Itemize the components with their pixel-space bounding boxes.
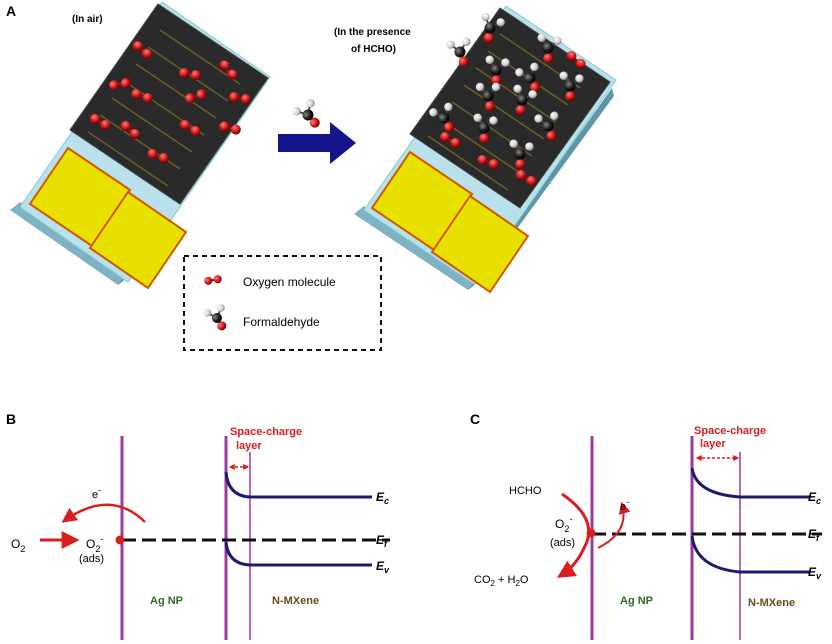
mxene-label-b: N-MXene	[272, 595, 319, 607]
sensor-with-hcho	[354, 5, 617, 294]
sensor-in-air	[10, 1, 271, 290]
space-charge-label-c2: layer	[700, 438, 726, 450]
ev-label-c: Ev	[808, 565, 822, 581]
ec-label-c: Ec	[808, 490, 821, 506]
hcho-oxidation-arrow	[556, 492, 591, 578]
electron-release-arrow	[597, 501, 631, 549]
space-charge-label-b2: layer	[236, 440, 262, 452]
adsorption-site-dot	[115, 535, 125, 545]
panel-a-letter: A	[6, 3, 16, 19]
electrode-pad-left	[28, 146, 132, 248]
electron-transfer-arrow	[61, 503, 146, 523]
presence-label-line2: of HCHO)	[351, 44, 396, 55]
ef-label-b: Ef	[376, 533, 388, 549]
legend-formaldehyde-label: Formaldehyde	[243, 315, 320, 329]
products-label-c: CO2 + H2O	[474, 574, 529, 588]
band-diagram-b	[40, 436, 390, 640]
ads-label-b: (ads)	[79, 553, 104, 565]
presence-label-line1: (In the presence	[334, 27, 411, 38]
panel-b-letter: B	[6, 411, 16, 427]
panel-c-letter: C	[470, 411, 480, 427]
ef-label-c: Ef	[808, 527, 820, 543]
o2-label-b: O2	[11, 537, 25, 554]
electrode-pad-right	[88, 190, 188, 290]
band-diagram-c	[556, 436, 822, 640]
hcho-label-c: HCHO	[509, 485, 542, 497]
o2ads-label-c: O2-	[555, 514, 572, 534]
reaction-arrow	[278, 122, 356, 164]
adsorption-site-dot-c	[586, 528, 596, 538]
valence-band-line	[224, 541, 372, 567]
valence-band-line-c	[690, 535, 810, 574]
ag-np-label-b: Ag NP	[150, 595, 183, 607]
o2ads-label-b: O2-	[86, 534, 103, 554]
conduction-band-line-c	[690, 467, 810, 499]
ev-label-b: Ev	[376, 559, 390, 575]
legend-oxygen-label: Oxygen molecule	[243, 275, 336, 289]
in-air-label: (In air)	[72, 14, 103, 25]
space-charge-label-c1: Space-charge	[694, 425, 766, 437]
ag-np-label-c: Ag NP	[620, 595, 653, 607]
hcho-incoming-molecule	[289, 96, 328, 136]
conduction-band-line	[224, 471, 372, 499]
space-charge-label-b1: Space-charge	[230, 426, 302, 438]
mxene-label-c: N-MXene	[748, 597, 795, 609]
ads-label-c: (ads)	[550, 537, 575, 549]
ec-label-b: Ec	[376, 490, 389, 506]
electron-label-c: e-	[620, 497, 629, 513]
legend-box: Oxygen molecule Formaldehyde	[183, 255, 382, 351]
electron-label-b: e-	[92, 485, 101, 501]
